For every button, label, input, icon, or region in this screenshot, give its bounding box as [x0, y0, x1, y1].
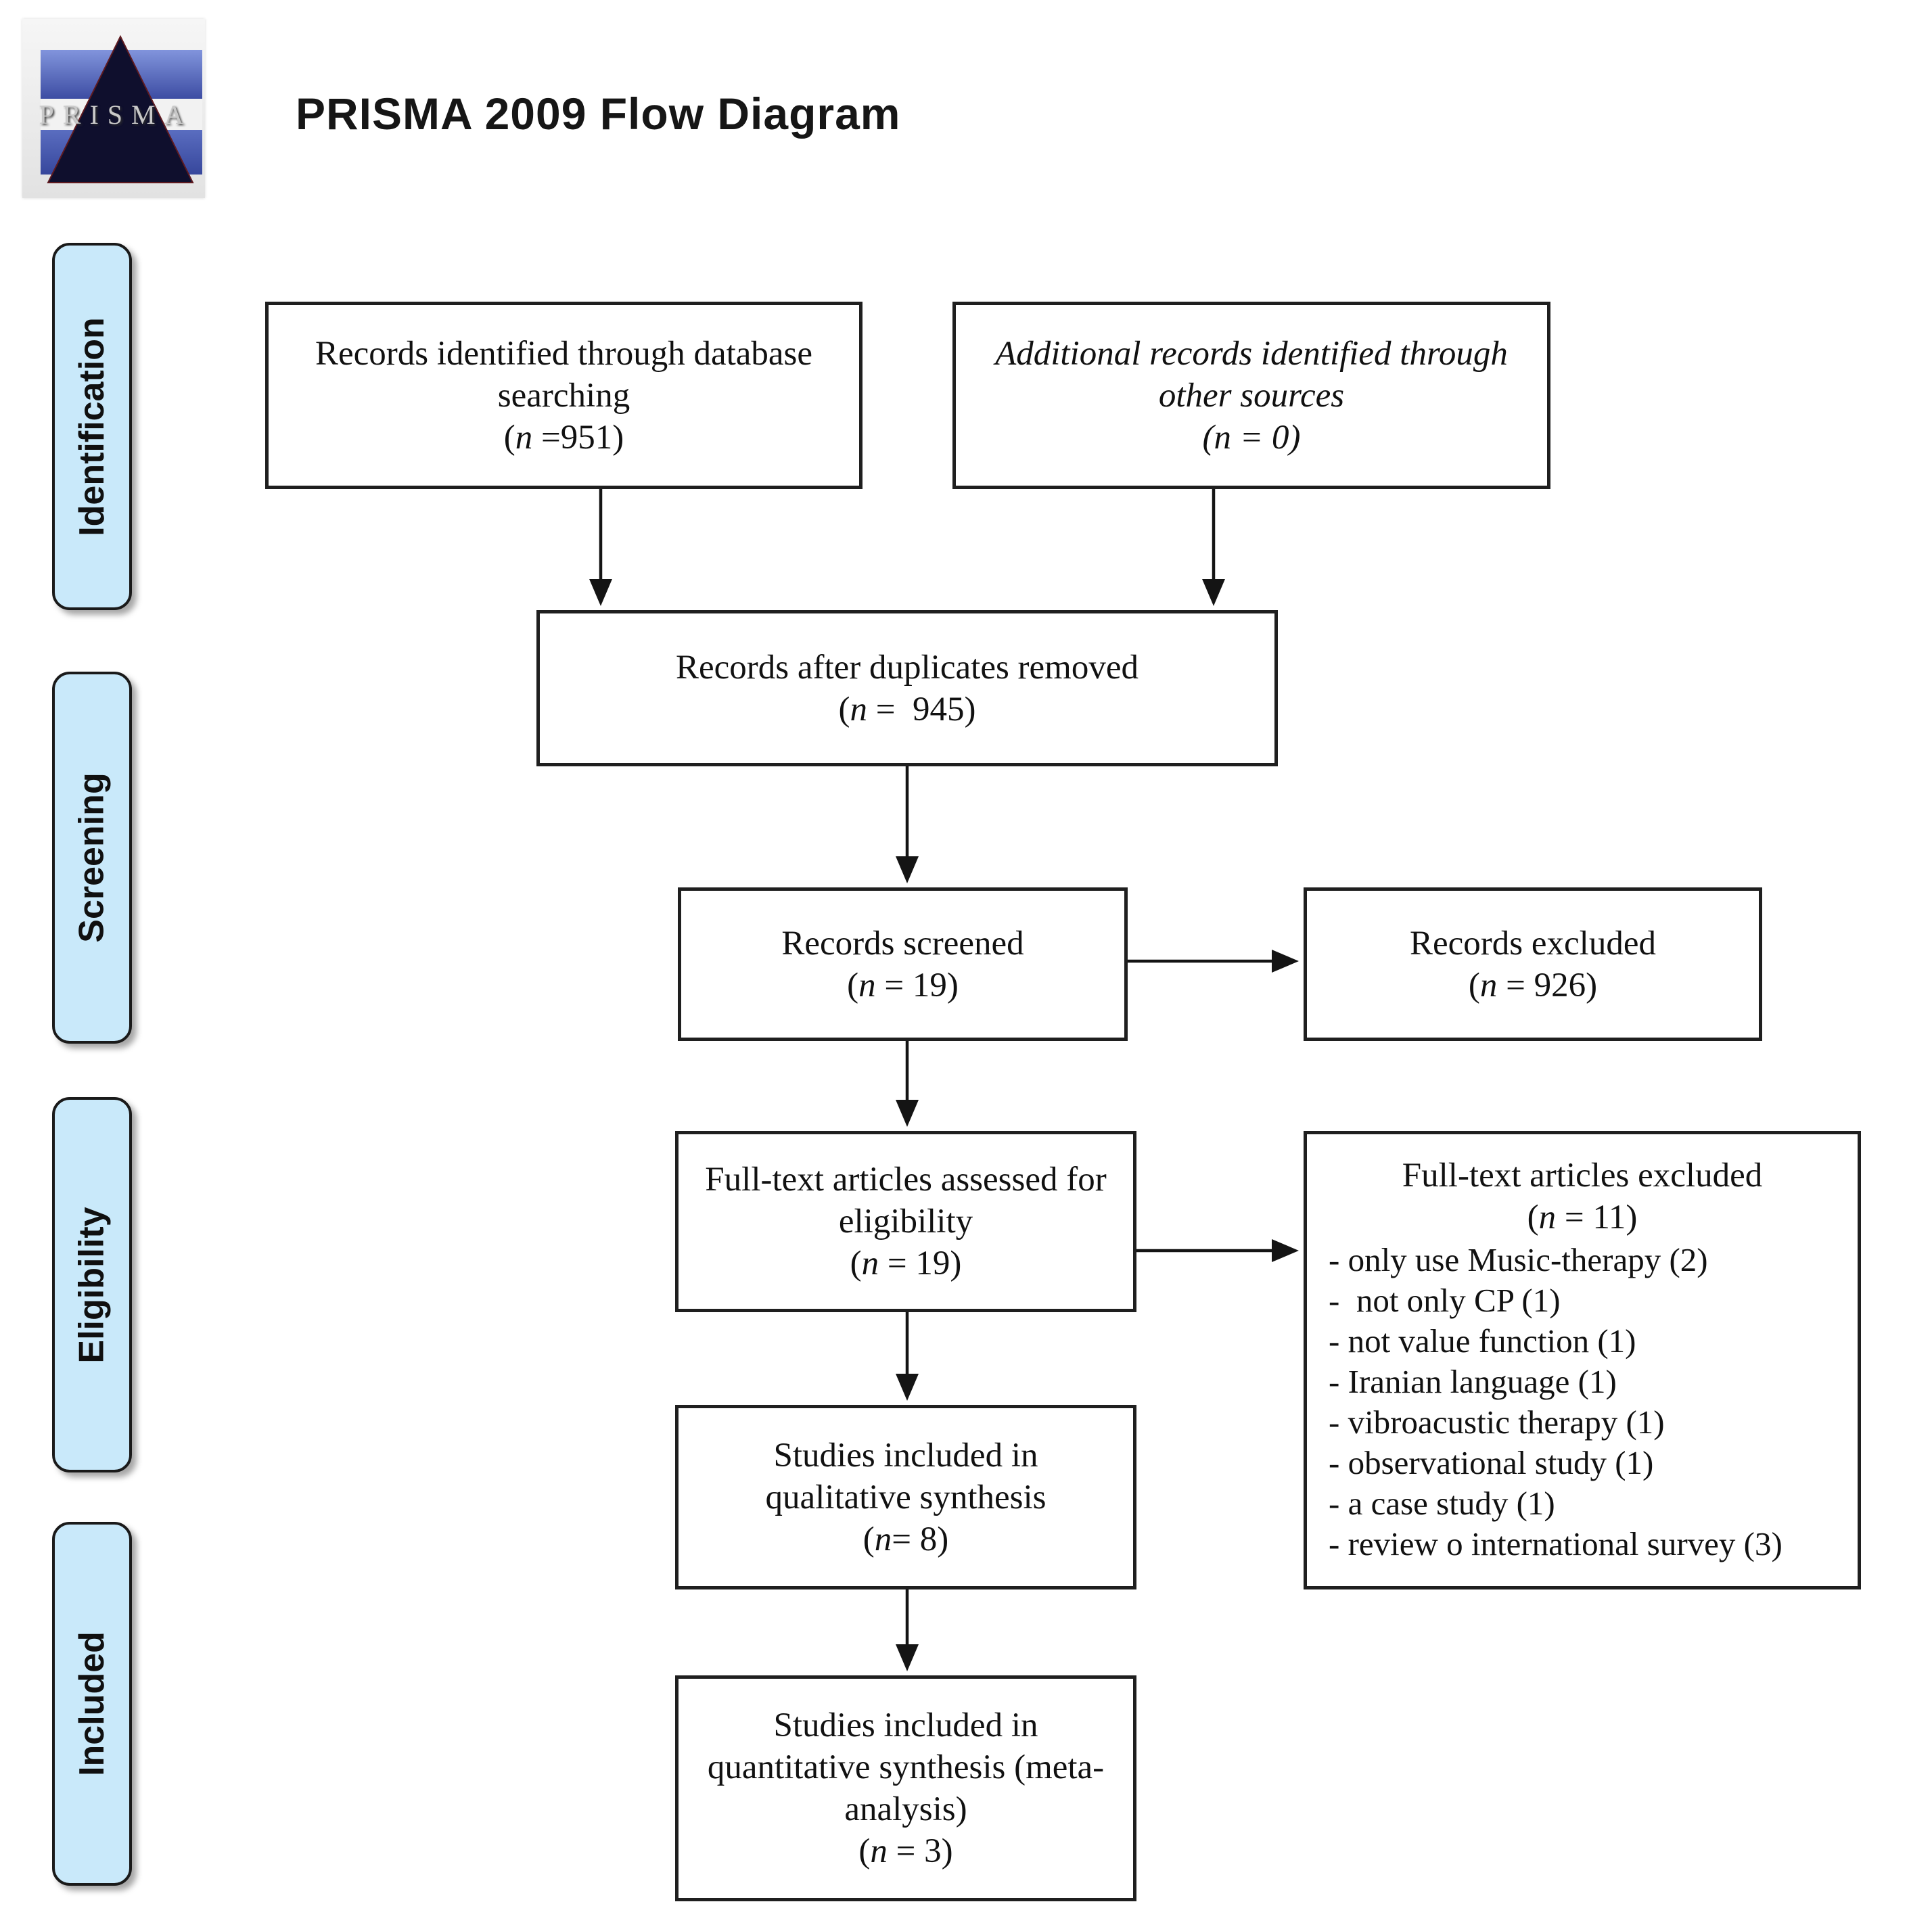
box-records-screened: Records screened (n = 19) — [678, 887, 1128, 1041]
arrow-qualitative-to-quantitative — [896, 1589, 919, 1671]
box-duplicates-removed: Records after duplicates removed (n = 94… — [536, 610, 1278, 766]
logo-wordmark: PRISMA — [39, 99, 193, 130]
stage-identification: Identification — [52, 243, 132, 610]
stage-screening: Screening — [52, 672, 132, 1044]
stage-identification-label: Identification — [72, 317, 112, 536]
prisma-logo: PRISMA — [22, 19, 205, 198]
qualitative-count: (n= 8) — [862, 1520, 949, 1558]
arrow-additional-to-duplicates — [1202, 489, 1225, 606]
stage-eligibility-label: Eligibility — [72, 1206, 112, 1364]
stage-eligibility: Eligibility — [52, 1097, 132, 1472]
fulltext-excluded-count: (n = 11) — [1527, 1199, 1638, 1236]
exclusion-reason: - a case study (1) — [1329, 1485, 1555, 1522]
box-qualitative-synthesis: Studies included in qualitative synthesi… — [675, 1405, 1136, 1589]
exclusion-reason: - not value function (1) — [1329, 1322, 1636, 1360]
arrow-identified-to-duplicates — [589, 489, 612, 606]
box-records-excluded: Records excluded (n = 926) — [1304, 887, 1762, 1041]
prisma-triangle-icon — [47, 34, 194, 183]
duplicates-removed-count: (n = 945) — [838, 690, 976, 728]
exclusion-reason: - review o international survey (3) — [1329, 1525, 1782, 1562]
arrow-screened-to-excluded — [1128, 950, 1299, 973]
additional-records-count: (n = 0) — [1202, 418, 1301, 457]
records-excluded-count: (n = 926) — [1468, 966, 1598, 1004]
fulltext-assessed-count: (n = 19) — [850, 1245, 962, 1282]
exclusion-reason: - not only CP (1) — [1329, 1282, 1561, 1319]
arrow-screened-to-fulltext — [896, 1041, 919, 1127]
box-additional-records: Additional records identified through ot… — [952, 302, 1550, 489]
box-quantitative-synthesis: Studies included in quantitative synthes… — [675, 1675, 1136, 1901]
exclusion-reason: - vibroacustic therapy (1) — [1329, 1403, 1665, 1441]
exclusion-reason: - only use Music-therapy (2) — [1329, 1241, 1708, 1278]
arrow-fulltext-to-qualitative — [896, 1312, 919, 1401]
box-fulltext-excluded: Full-text articles excluded (n = 11) - o… — [1304, 1131, 1861, 1589]
stage-included-label: Included — [72, 1631, 112, 1776]
stage-screening-label: Screening — [72, 772, 112, 943]
exclusion-reason: - Iranian language (1) — [1329, 1363, 1617, 1400]
exclusion-reason: - observational study (1) — [1329, 1444, 1654, 1481]
arrow-fulltext-to-fulltext-excluded — [1136, 1239, 1299, 1262]
box-fulltext-assessed: Full-text articles assessed for eligibil… — [675, 1131, 1136, 1312]
fulltext-excluded-reasons: - only use Music-therapy (2) - not only … — [1307, 1240, 1858, 1564]
page-title: PRISMA 2009 Flow Diagram — [296, 89, 901, 139]
box-records-identified: Records identified through database sear… — [265, 302, 862, 489]
records-identified-count: (n =951) — [503, 418, 624, 457]
arrow-duplicates-to-screened — [896, 766, 919, 883]
records-screened-count: (n = 19) — [847, 966, 959, 1004]
quantitative-count: (n = 3) — [858, 1832, 953, 1870]
stage-included: Included — [52, 1522, 132, 1886]
